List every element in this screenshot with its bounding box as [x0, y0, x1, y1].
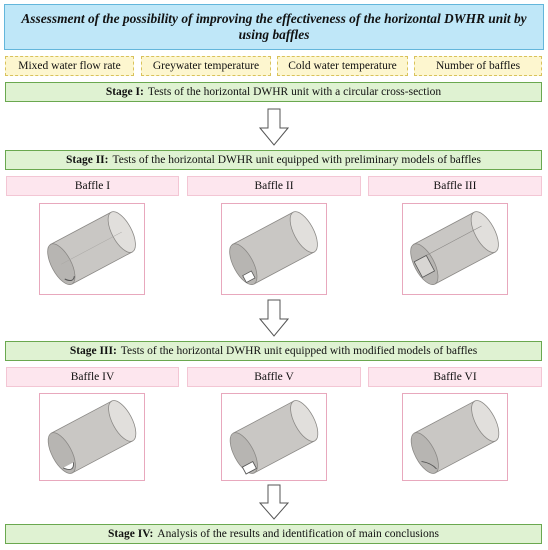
parameter-number-of-baffles: Number of baffles	[414, 56, 542, 76]
baffle-1-label: Baffle I	[6, 176, 179, 196]
parameter-greywater-temperature: Greywater temperature	[141, 56, 271, 76]
stage-2-label: Stage II:	[66, 154, 109, 166]
stage-3-box: Stage III: Tests of the horizontal DWHR …	[5, 341, 542, 361]
stage-3-text: Tests of the horizontal DWHR unit equipp…	[120, 345, 478, 357]
stage-4-box: Stage IV: Analysis of the results and id…	[5, 524, 542, 544]
baffle-2-model-image	[221, 203, 327, 295]
parameter-flow-rate: Mixed water flow rate	[5, 56, 134, 76]
down-arrow-icon	[259, 484, 289, 520]
baffle-6-label: Baffle VI	[368, 367, 542, 387]
diagram-title: Assessment of the possibility of improvi…	[4, 4, 544, 50]
baffle-3-label: Baffle III	[368, 176, 542, 196]
stage-1-box: Stage I: Tests of the horizontal DWHR un…	[5, 82, 542, 102]
stage-3-label: Stage III:	[69, 345, 117, 357]
parameter-cold-water-temperature: Cold water temperature	[277, 56, 408, 76]
baffle-5-label: Baffle V	[187, 367, 361, 387]
down-arrow-icon	[259, 299, 289, 337]
baffle-4-model-image	[39, 393, 145, 481]
baffle-3-model-image	[402, 203, 508, 295]
stage-2-text: Tests of the horizontal DWHR unit equipp…	[112, 154, 482, 166]
stage-1-label: Stage I:	[105, 86, 144, 98]
down-arrow-icon	[259, 108, 289, 146]
stage-1-text: Tests of the horizontal DWHR unit with a…	[147, 86, 442, 98]
baffle-2-label: Baffle II	[187, 176, 361, 196]
stage-4-text: Analysis of the results and identificati…	[157, 528, 439, 540]
baffle-5-model-image	[221, 393, 327, 481]
baffle-1-model-image	[39, 203, 145, 295]
baffle-6-model-image	[402, 393, 508, 481]
stage-2-box: Stage II: Tests of the horizontal DWHR u…	[5, 150, 542, 170]
baffle-4-label: Baffle IV	[6, 367, 179, 387]
stage-4-label: Stage IV:	[108, 528, 154, 540]
